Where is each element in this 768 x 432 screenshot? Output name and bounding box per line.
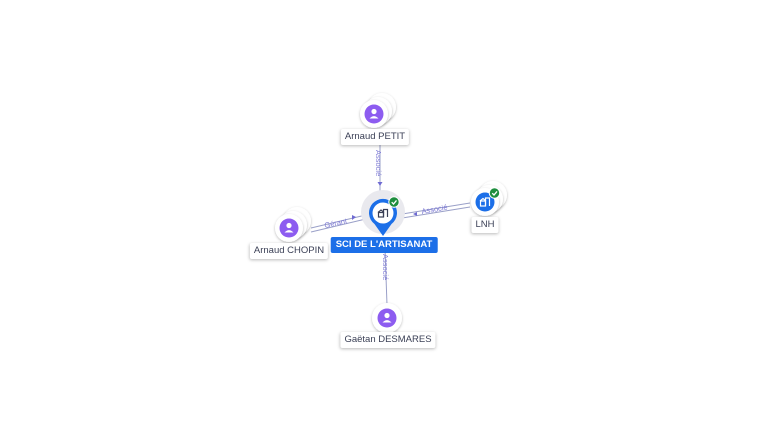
edge-label-top: Associé	[374, 150, 383, 176]
node-label-arnaud-petit[interactable]: Arnaud PETIT	[340, 129, 410, 145]
verified-check-icon	[388, 196, 400, 208]
person-icon	[364, 104, 384, 124]
edge-right: Associé	[395, 202, 471, 220]
edge-left: Gérant	[310, 213, 371, 233]
node-gaetan-desmares[interactable]	[372, 303, 402, 333]
edge-label-right: Associé	[421, 203, 448, 216]
building-icon	[377, 208, 389, 218]
arrow-icon	[377, 182, 383, 186]
node-label-sci-de-lartisanat[interactable]: SCI DE L'ARTISANAT	[330, 237, 438, 253]
verified-check-icon	[488, 187, 501, 199]
edge-top: Associé	[374, 142, 383, 195]
node-arnaud-petit[interactable]	[360, 93, 396, 128]
edge-label-left: Gérant	[324, 216, 349, 230]
person-icon	[279, 218, 299, 238]
node-label-arnaud-chopin[interactable]: Arnaud CHOPIN	[249, 243, 329, 259]
node-arnaud-chopin[interactable]	[275, 207, 311, 242]
person-icon	[377, 308, 397, 328]
node-sci-de-lartisanat[interactable]	[361, 190, 405, 236]
edge-label-bottom: Associé	[381, 254, 390, 280]
edge-bottom: Associé	[381, 247, 390, 306]
arrow-icon	[352, 215, 356, 220]
node-label-gaetan-desmares[interactable]: Gaëtan DESMARES	[340, 332, 436, 348]
node-label-lnh[interactable]: LNH	[471, 217, 499, 233]
node-lnh[interactable]	[471, 181, 507, 216]
building-icon	[475, 192, 495, 212]
arrow-icon	[413, 212, 417, 216]
